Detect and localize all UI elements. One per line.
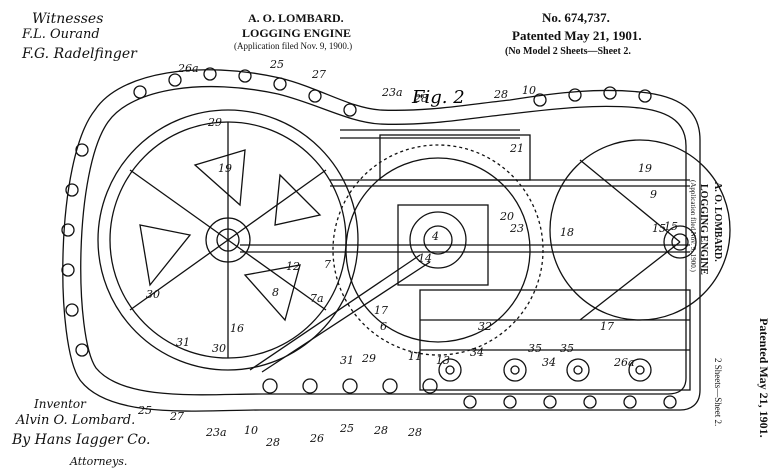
reference-numeral: 6 [380,320,387,333]
reference-numeral: 26a [613,356,635,369]
center-bearing-block [397,204,489,286]
witness-signature-2: F.G. Radelfinger [22,46,137,62]
margin-inventor-name: A. O. LOMBARD. [712,182,723,262]
reference-numeral: 25 [339,422,354,435]
reference-numeral: 8 [272,286,279,299]
margin-patent-date: Patented May 21, 1901. [757,318,771,438]
reference-numeral: 25 [137,404,152,417]
reference-numeral: 32 [478,320,492,333]
inventor-name: A. O. LOMBARD. [248,11,344,25]
reference-numeral: 23a [205,426,227,439]
reference-numeral: 23a [381,86,403,99]
reference-numeral: 15 [664,220,678,233]
reference-numeral: 10 [522,84,536,97]
reference-numeral: 7 [324,258,331,271]
reference-numeral: 26a [177,62,199,75]
reference-numeral: 19 [638,162,652,175]
witnesses-label: Witnesses [32,11,104,27]
reference-numeral: 9 [650,188,657,201]
reference-numeral: 35 [560,342,574,355]
reference-numeral: 30 [212,342,226,355]
reference-numeral: 35 [528,342,542,355]
main-gear [332,144,544,356]
reference-numeral: 19 [218,162,232,175]
witness-signature-1: F.L. Ourand [22,27,100,42]
lower-frame [419,289,691,391]
reference-numeral: 14 [418,252,432,265]
reference-numeral: 31 [176,336,190,349]
left-drum-rim [97,109,359,371]
reference-numeral: 29 [207,116,222,129]
reference-numeral: 15 [652,222,666,235]
inventor-label: Inventor [34,397,86,411]
reference-numeral: 4 [431,230,439,243]
bottom-rollers [438,358,652,382]
patent-number: No. 674,737. [542,10,610,25]
margin-title: LOGGING ENGINE [698,184,709,275]
margin-application: (Application filed Nov. 9, 1900.) [689,180,697,272]
reference-numeral: 21 [509,142,524,155]
figure-label: Fig. 2 [411,87,465,108]
reference-numeral: 11 [408,350,422,363]
chain-belt-inner [80,85,687,396]
reference-numeral: 31 [340,354,354,367]
reference-numeral: 28 [413,92,428,105]
bottom-chain-links [262,378,677,409]
reference-numeral: 20 [499,210,514,223]
reference-numeral: 30 [146,288,160,301]
application-date: (Application filed Nov. 9, 1900.) [234,41,353,51]
attorneys-label: Attorneys. [70,455,128,468]
top-chain-links [133,67,652,117]
reference-numeral: 26 [309,432,324,445]
attorney-signature: By Hans Iagger Co. [12,432,151,448]
reference-numeral: 12 [286,260,300,273]
inventor-signature: Alvin O. Lombard. [16,413,136,428]
reference-numeral: 29 [361,352,376,365]
reference-numeral: 7a [310,292,324,305]
reference-numeral: 28 [265,436,280,449]
reference-numeral: 18 [560,226,574,239]
model-sheets: (No Model 2 Sheets—Sheet 2. [505,46,631,57]
center-gear-hub [409,211,467,269]
reference-numeral: 23 [509,222,524,235]
reference-numeral: 13 [436,354,450,367]
chain-belt-outer [62,69,701,412]
left-chain-links [61,143,89,357]
patent-title: LOGGING ENGINE [242,26,352,40]
reference-numeral: 25 [269,58,284,71]
reference-numeral: 10 [244,424,258,437]
reference-numeral: 28 [407,426,422,439]
reference-numeral: 28 [493,88,508,101]
reference-numeral: 17 [600,320,614,333]
reference-numeral: 34 [470,346,484,359]
reference-numeral: 28 [373,424,388,437]
reference-numeral: 17 [374,304,388,317]
reference-numeral: 27 [311,68,326,81]
patent-date: Patented May 21, 1901. [512,28,642,43]
reference-numeral: 27 [169,410,184,423]
reference-numeral: 34 [542,356,556,369]
reference-numeral: 16 [230,322,244,335]
margin-sheets: 2 Sheets—Sheet 2. [713,358,723,427]
